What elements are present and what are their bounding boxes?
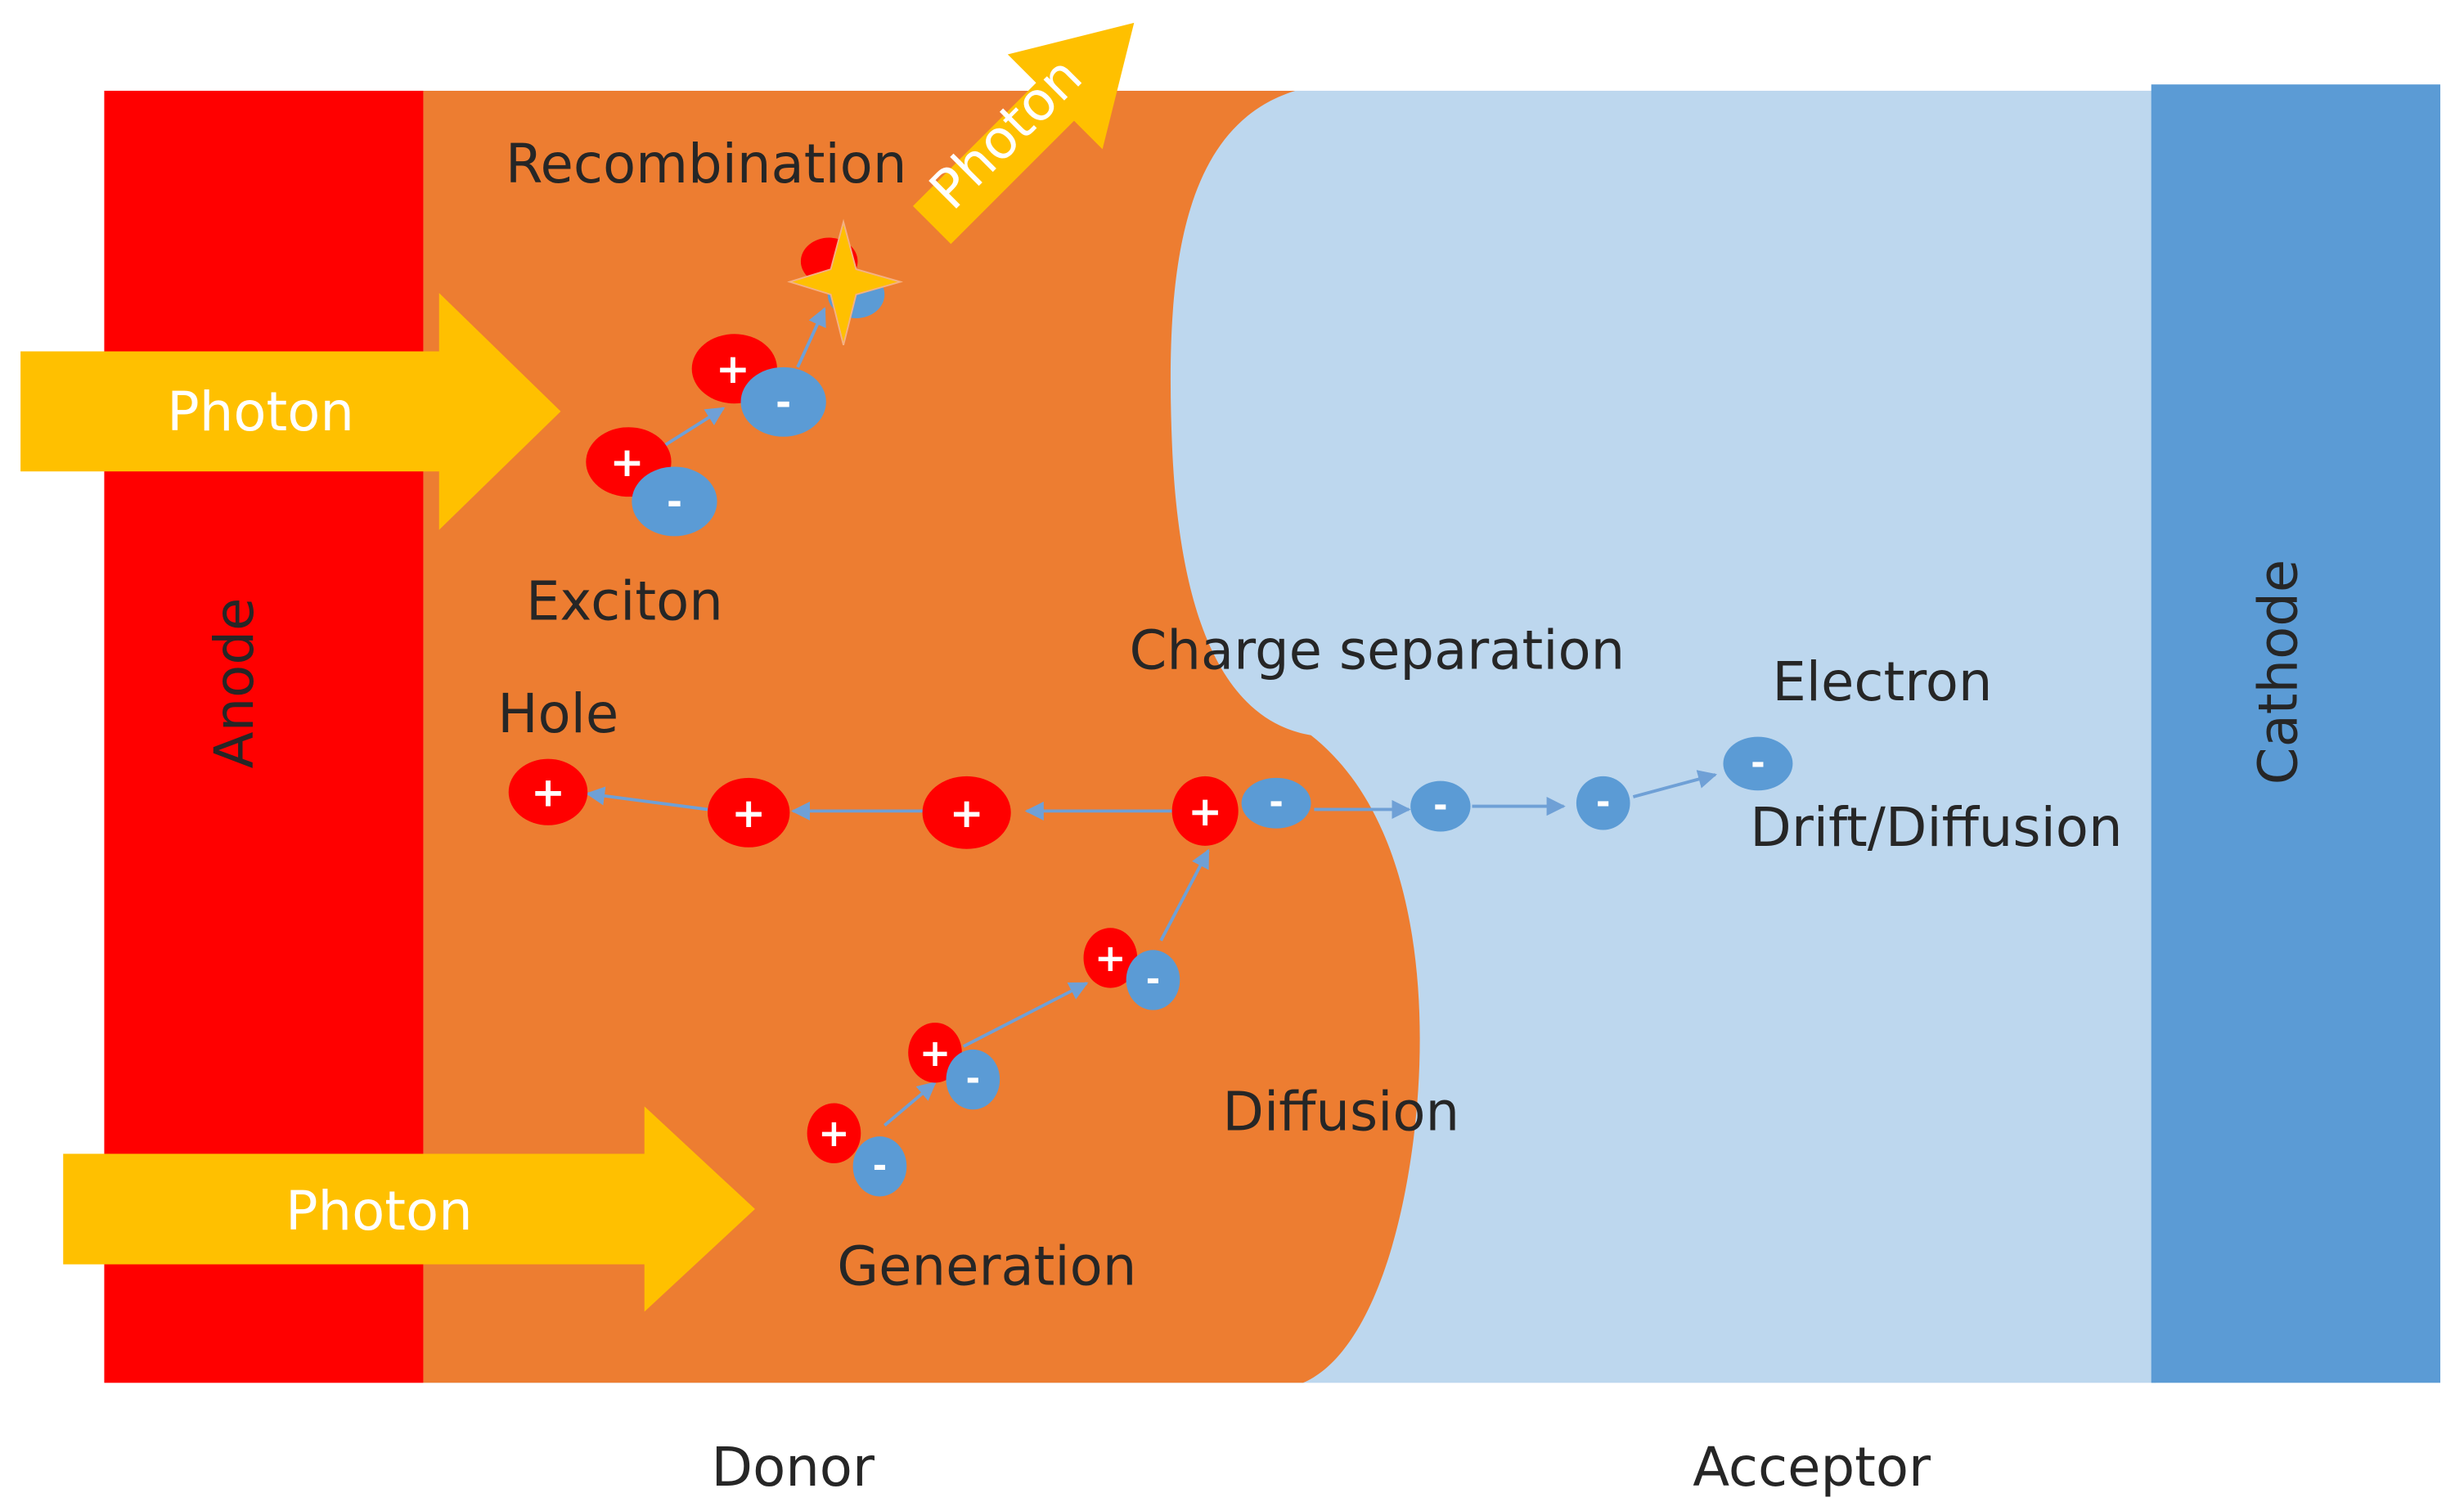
recombining-pair (787, 218, 904, 346)
recombination-flash-icon (787, 218, 904, 346)
electron-particle (852, 1136, 907, 1197)
hole-label: Hole (497, 683, 618, 745)
electron-sign: - (667, 479, 682, 524)
exciton-pair: + - (586, 427, 717, 537)
generation-label: Generation (837, 1236, 1136, 1298)
drift-diffusion-label: Drift/Diffusion (1750, 797, 2122, 859)
hole-particle (508, 758, 588, 825)
diffusion-label: Diffusion (1222, 1081, 1459, 1143)
arrow-generation-3 (1159, 848, 1210, 942)
photon-arrow-emitted-icon (912, 22, 1135, 245)
photon-arrow-top-icon (20, 293, 561, 530)
arrow-hole-3 (585, 786, 708, 812)
electron-sign: - (1751, 744, 1765, 784)
hole-sign: + (716, 344, 750, 393)
hole-sign: + (1188, 787, 1222, 835)
electron-particle (1576, 776, 1630, 830)
hole-sign: + (950, 789, 984, 837)
electron-label: Electron (1772, 651, 1992, 713)
arrow-exciton-1 (662, 407, 726, 447)
photon-bottom-label: Photon (286, 1180, 473, 1243)
electron-particle (946, 1049, 1000, 1110)
hole-particle (807, 1103, 861, 1163)
anode-label: Anode (204, 598, 266, 769)
exciton-pair: + - (1083, 928, 1180, 1010)
electron-sign: - (776, 380, 791, 424)
electron-sign: - (1433, 786, 1448, 826)
electron-particle (1126, 950, 1180, 1010)
separating-pair: + - (1171, 776, 1311, 846)
hole-sign: + (920, 1031, 951, 1075)
recombination-label: Recombination (506, 133, 907, 196)
electron-sign: - (1146, 960, 1161, 1000)
photon-arrow-top: Photon (20, 293, 561, 530)
arrow-generation-2 (962, 982, 1089, 1048)
hole-particle (1171, 776, 1239, 846)
exciton-pair: + - (908, 1023, 1000, 1110)
donor-region (423, 90, 1420, 1383)
electron-sign: - (873, 1146, 888, 1186)
electron-sign: - (1596, 783, 1611, 823)
exciton-label: Exciton (526, 571, 723, 633)
hole-particle (922, 776, 1011, 849)
cathode-electrode (2151, 84, 2441, 1383)
hole-sign: + (731, 789, 766, 837)
hole-particle (1083, 928, 1138, 988)
path-arrows (585, 307, 1718, 1127)
exciton-pair: + - (691, 334, 826, 437)
electron-particle (1241, 777, 1311, 829)
photon-top-label: Photon (167, 381, 354, 443)
hole-chain: + + + (508, 758, 1011, 849)
electron-particle (740, 367, 826, 437)
donor-label: Donor (712, 1437, 875, 1499)
cathode-label: Cathode (2247, 560, 2309, 785)
electron-sign: - (966, 1059, 981, 1100)
exciton-pair: + - (807, 1103, 907, 1197)
hole-sign: + (818, 1111, 850, 1155)
charge-separation-label: Charge separation (1130, 620, 1625, 682)
electron-particle (632, 466, 717, 537)
arrow-exciton-2 (796, 307, 826, 368)
arrow-electron-3 (1632, 770, 1718, 798)
hole-particle (707, 777, 790, 848)
hole-sign: + (609, 438, 644, 486)
photon-arrow-bottom: Photon (63, 1106, 755, 1312)
electron-sign: - (1269, 783, 1284, 823)
electron-particle (1410, 780, 1471, 832)
electron-particle (1723, 736, 1793, 791)
hole-sign: + (531, 768, 565, 816)
photon-arrow-bottom-icon (63, 1106, 755, 1312)
arrow-generation-1 (883, 1081, 937, 1127)
acceptor-label: Acceptor (1693, 1437, 1931, 1499)
electron-chain: - - - (1410, 736, 1793, 832)
hole-sign: + (1095, 936, 1126, 980)
